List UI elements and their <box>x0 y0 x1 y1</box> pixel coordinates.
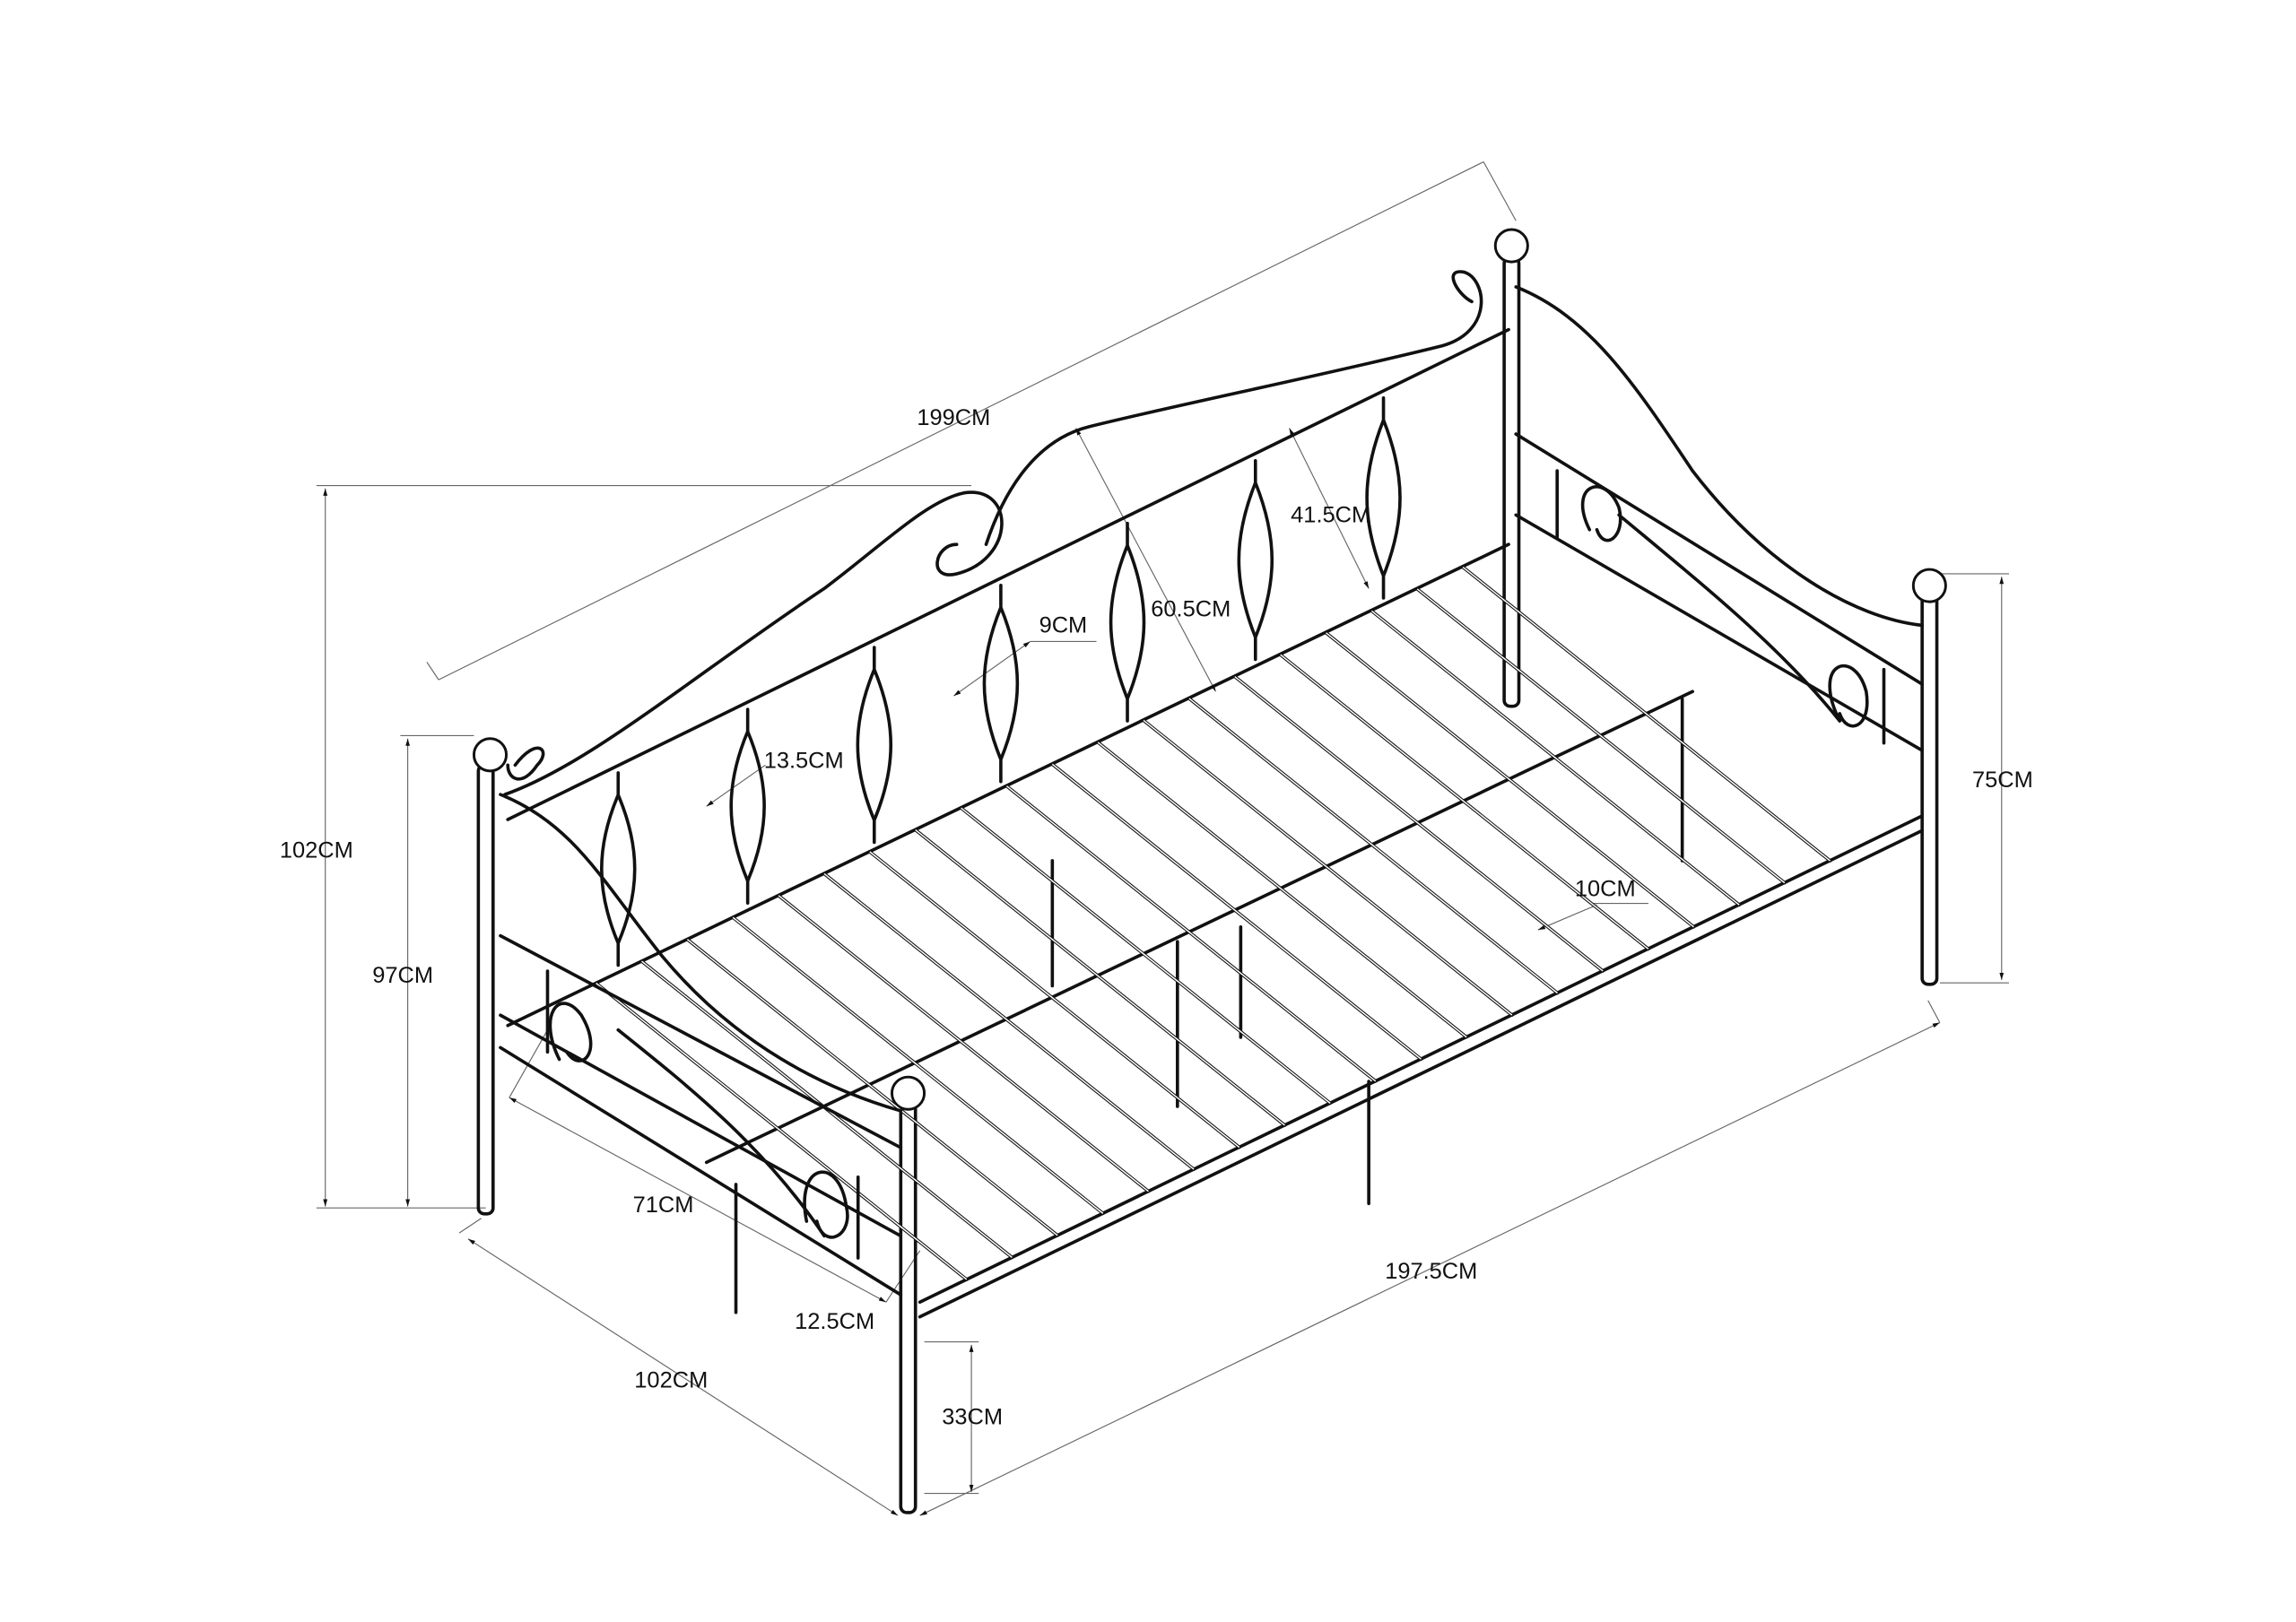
baluster <box>856 646 893 845</box>
dim-line-41-5 <box>1289 428 1370 589</box>
bed-frame <box>472 228 1947 1514</box>
slat-highlight <box>1097 742 1467 1038</box>
label-end-height: 97CM <box>372 963 433 988</box>
label-overall-length: 199CM <box>917 405 990 430</box>
baluster <box>982 584 1020 784</box>
label-foot-height: 75CM <box>1972 768 2033 793</box>
backrest-balusters <box>599 395 1402 967</box>
post-front-right <box>1920 594 1939 986</box>
slat-highlight <box>869 851 1240 1149</box>
slat-highlight <box>732 916 1104 1214</box>
dim-line-9 <box>953 640 1031 697</box>
slat-highlight <box>1188 698 1558 994</box>
slat-highlight <box>1051 763 1422 1060</box>
foot-end-curved-arm <box>1514 285 1924 628</box>
slat-highlight <box>1234 676 1604 972</box>
finial-back-right <box>1493 228 1529 264</box>
label-floor-clearance: 33CM <box>942 1404 1003 1429</box>
post-back-right <box>1502 256 1521 708</box>
dimension-lines <box>316 160 2009 1516</box>
finial-back-left <box>472 737 509 773</box>
label-side-gap: 12.5CM <box>795 1309 874 1334</box>
dim-line-71 <box>509 1097 887 1303</box>
post-back-left <box>476 763 495 1216</box>
head-end-curved-arm <box>499 793 903 1113</box>
dim-line-60-5 <box>1075 428 1216 692</box>
slat-highlight <box>1006 785 1377 1082</box>
label-frame-length: 197.5CM <box>1385 1259 1477 1284</box>
slat-highlight <box>596 982 968 1280</box>
dim-line-197-5 <box>919 1021 1941 1516</box>
dim-line-13-5 <box>706 764 766 807</box>
slat-highlight <box>915 828 1285 1126</box>
label-overall-width: 102CM <box>634 1367 708 1392</box>
head-end-scroll <box>548 1002 849 1239</box>
baluster <box>729 707 766 905</box>
label-total-height: 102CM <box>280 838 353 863</box>
slat-highlight <box>1280 654 1649 950</box>
slat-highlight <box>1462 566 1831 862</box>
label-slat-spacing: 10CM <box>1575 876 1636 901</box>
dimension-labels: 199CM 102CM 97CM 75CM 71CM 12.5CM 102CM … <box>280 405 2033 1429</box>
slats <box>594 565 1832 1281</box>
dim-line-102-width <box>467 1238 899 1516</box>
backrest-bottom-rail <box>506 542 1510 1028</box>
foot-end-rail <box>1514 513 1924 752</box>
post-front-left <box>899 1101 918 1514</box>
slat-highlight <box>1143 719 1513 1016</box>
foot-end-rail <box>1514 432 1924 686</box>
label-backrest-rail-height: 41.5CM <box>1291 503 1370 528</box>
slat-highlight <box>1416 588 1786 884</box>
baluster <box>1237 458 1274 662</box>
finial-front-right <box>1911 568 1947 603</box>
backrest-scroll-rail <box>503 270 1483 796</box>
backrest-top-rail <box>506 327 1510 821</box>
finial-front-left <box>890 1075 926 1111</box>
slat-highlight <box>686 939 1058 1236</box>
slat-highlight <box>778 895 1149 1193</box>
slat-highlight <box>823 872 1195 1170</box>
label-inner-width: 71CM <box>633 1193 694 1218</box>
slat-highlight <box>1326 632 1694 928</box>
label-backrest-height: 60.5CM <box>1151 597 1231 622</box>
head-end-rail <box>499 933 903 1149</box>
foot-end-scroll <box>1580 485 1869 728</box>
label-baluster-width: 13.5CM <box>764 749 844 774</box>
center-support-rail <box>704 690 1694 1165</box>
baluster <box>1365 395 1402 600</box>
baluster <box>1109 521 1146 723</box>
slat-highlight <box>961 807 1331 1104</box>
baluster <box>599 771 637 967</box>
dim-line-199 <box>438 160 1484 681</box>
label-baluster-gap: 9CM <box>1039 613 1088 638</box>
slat-highlight <box>1370 610 1740 906</box>
